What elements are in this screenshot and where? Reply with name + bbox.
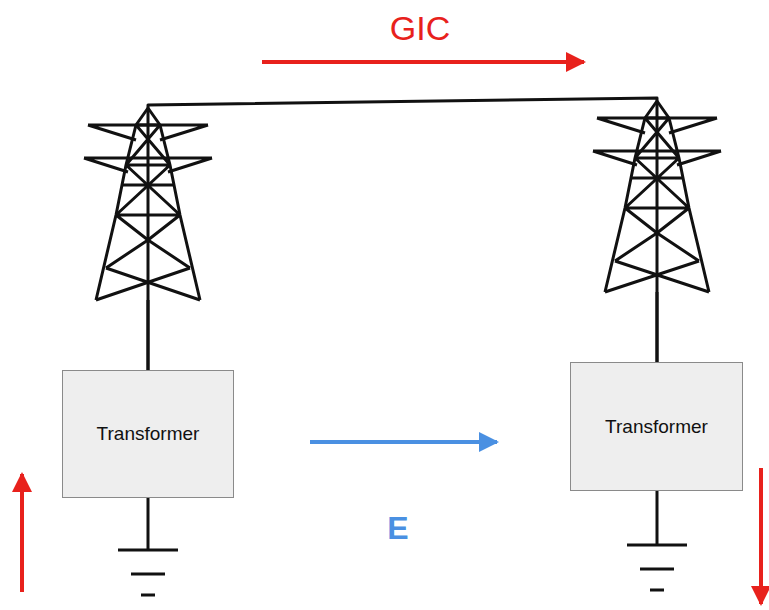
ground-symbol [627, 491, 687, 590]
box-label: Transformer [595, 416, 718, 438]
box-label: Transformer [87, 423, 210, 445]
field-arrow [310, 440, 497, 444]
transformer-box: Transformer [570, 362, 743, 491]
transformer-box: Transformer [62, 370, 234, 498]
current-arrow [759, 468, 763, 604]
current-label: GIC [390, 9, 450, 48]
field-label: E [387, 510, 408, 547]
current-arrow [20, 474, 24, 592]
power-line [148, 98, 657, 370]
current-arrow [262, 60, 584, 64]
ground-symbol [118, 498, 178, 595]
